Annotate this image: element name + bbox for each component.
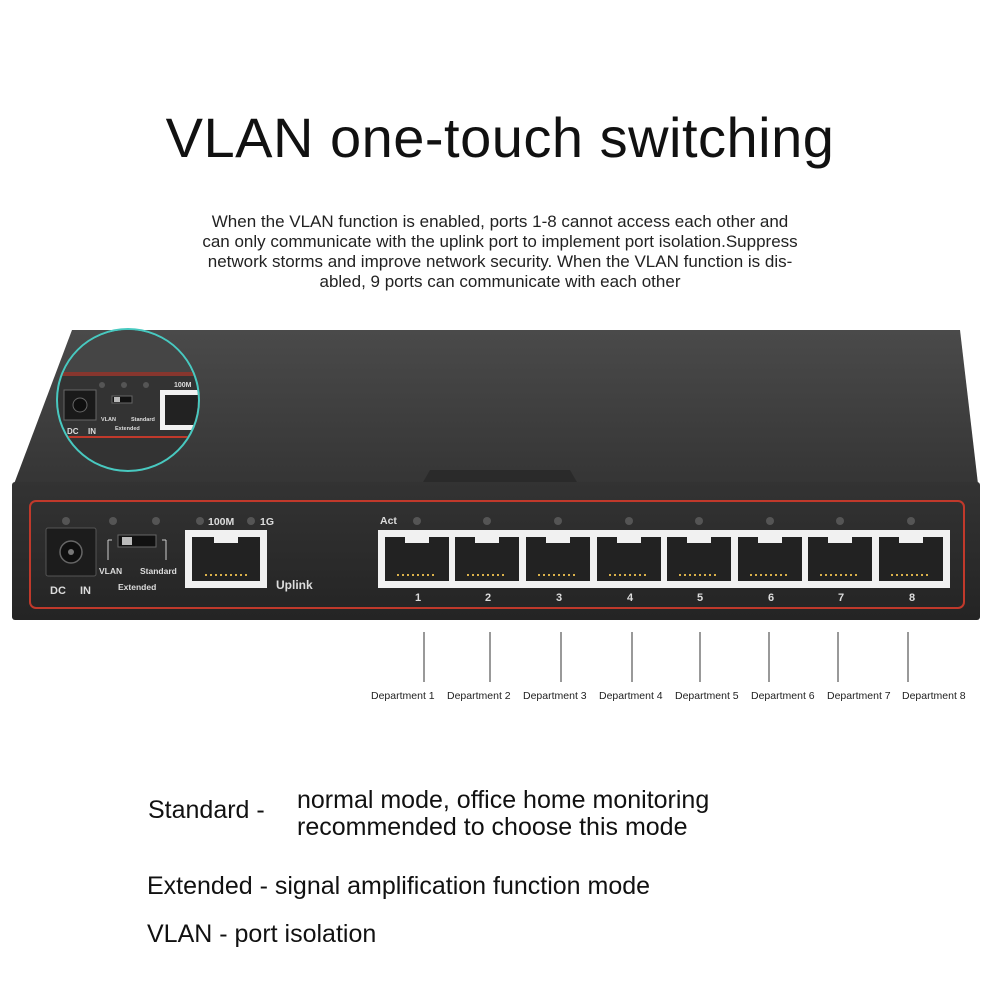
- mode-switch-slider: [122, 537, 132, 545]
- port-latch: [899, 537, 923, 543]
- inset-extended-label: Extended: [115, 426, 140, 432]
- port-latch: [617, 537, 641, 543]
- rj45-port: [385, 537, 449, 581]
- rj45-port: [879, 537, 943, 581]
- switch-extended-label: Extended: [118, 582, 156, 592]
- mode-standard-desc-line: recommended to choose this mode: [297, 813, 688, 841]
- description-line: can only communicate with the uplink por…: [202, 232, 798, 251]
- inset-dc-label: DC: [67, 427, 79, 436]
- department-leader-lines: [423, 632, 909, 682]
- department-label: Department 7: [827, 690, 891, 702]
- inset-standard-label: Standard: [131, 417, 155, 423]
- port-number: 3: [556, 592, 562, 604]
- led: [62, 517, 70, 525]
- port-led: [695, 517, 703, 525]
- port-led: [766, 517, 774, 525]
- port-number: 7: [838, 592, 844, 604]
- description-line: network storms and improve network secur…: [207, 252, 793, 271]
- uplink-speed-1g: 1G: [260, 516, 274, 528]
- port-number: 1: [415, 592, 421, 604]
- uplink-speed-100m: 100M: [208, 516, 235, 528]
- rj45-port: [526, 537, 590, 581]
- port-latch: [687, 537, 711, 543]
- mode-extended-label: Extended - signal amplification function…: [147, 872, 651, 900]
- department-label: Department 8: [902, 690, 966, 702]
- in-label: IN: [80, 585, 91, 597]
- act-label: Act: [380, 515, 397, 527]
- port-number: 5: [697, 592, 703, 604]
- led: [109, 517, 117, 525]
- uplink-port: [192, 537, 260, 581]
- port-led: [907, 517, 915, 525]
- port-led: [483, 517, 491, 525]
- switch-vlan-label: VLAN: [99, 566, 122, 576]
- port-latch: [758, 537, 782, 543]
- port-number: 8: [909, 592, 915, 604]
- mode-vlan-label: VLAN - port isolation: [147, 920, 377, 948]
- front-trim: [29, 500, 965, 609]
- department-label: Department 4: [599, 690, 663, 702]
- port-latch: [828, 537, 852, 543]
- department-label: Department 5: [675, 690, 739, 702]
- port-led: [836, 517, 844, 525]
- port-latch: [405, 537, 429, 543]
- switch-top-face: [14, 330, 978, 484]
- department-label: Department 6: [751, 690, 815, 702]
- rj45-port: [455, 537, 519, 581]
- rj45-port: [738, 537, 802, 581]
- port-led: [554, 517, 562, 525]
- mode-standard-desc: normal mode, office home monitoring reco…: [297, 787, 709, 841]
- dc-label: DC: [50, 585, 66, 597]
- mode-standard-desc-line: normal mode, office home monitoring: [297, 786, 710, 814]
- switch-top-notch: [422, 470, 578, 484]
- page-title: VLAN one-touch switching: [165, 106, 835, 169]
- port-number: 6: [768, 592, 774, 604]
- led: [247, 517, 255, 525]
- department-label: Department 2: [447, 690, 511, 702]
- inset-in-label: IN: [88, 427, 96, 436]
- description-line: When the VLAN function is enabled, ports…: [211, 212, 789, 231]
- mode-standard-label: Standard -: [148, 796, 265, 824]
- led: [196, 517, 204, 525]
- description-line: abled, 9 ports can communicate with each…: [319, 272, 681, 291]
- rj45-port: [597, 537, 661, 581]
- inset-speed-label: 100M: [174, 382, 192, 389]
- port-number: 2: [485, 592, 491, 604]
- department-label: Department 1: [371, 690, 435, 702]
- port-led: [413, 517, 421, 525]
- uplink-label: Uplink: [276, 578, 313, 592]
- rj45-port: [667, 537, 731, 581]
- inset-vlan-label: VLAN: [101, 417, 116, 423]
- network-switch-illustration: DC IN VLAN Standard Extended 100M 1G Upl…: [12, 328, 980, 620]
- port-led: [625, 517, 633, 525]
- led: [152, 517, 160, 525]
- department-label: Department 3: [523, 690, 587, 702]
- port-number: 4: [627, 592, 634, 604]
- port-latch: [475, 537, 499, 543]
- port-latch: [546, 537, 570, 543]
- description: When the VLAN function is enabled, ports…: [120, 212, 880, 292]
- rj45-port: [808, 537, 872, 581]
- switch-standard-label: Standard: [140, 566, 177, 576]
